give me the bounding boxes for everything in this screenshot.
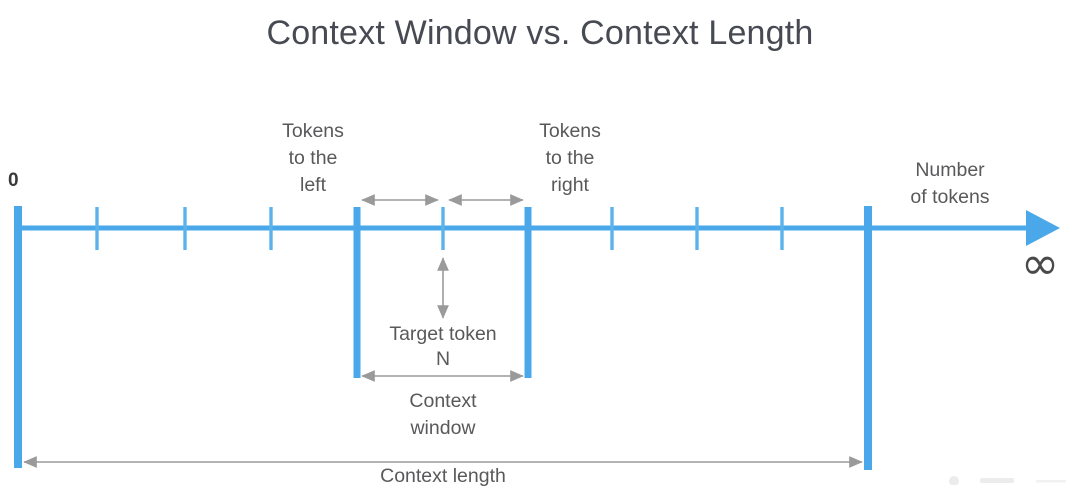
measure-arrows-group bbox=[23, 194, 863, 468]
context-length-label: Context length bbox=[380, 465, 506, 487]
tokens-to-the-right-label: Tokens to the right bbox=[539, 120, 601, 196]
context-window-label: Context window bbox=[409, 390, 477, 439]
target-token-index-label: N bbox=[435, 348, 451, 370]
artifact-dot-icon bbox=[949, 476, 959, 485]
boundary-bars-group bbox=[14, 206, 872, 470]
artifact-line-icon bbox=[1036, 480, 1066, 483]
number-of-tokens-label: Number of tokens bbox=[910, 159, 990, 208]
artifact-bar-icon bbox=[980, 478, 1014, 483]
infinity-icon: ∞ bbox=[1020, 236, 1060, 290]
tokens-to-the-left-label: Tokens to the left bbox=[282, 120, 344, 196]
overlay-toolbar-artifact bbox=[949, 476, 1066, 485]
axis-arrowhead-icon bbox=[1026, 210, 1060, 246]
target-token-label: Target token bbox=[389, 323, 497, 345]
page-title: Context Window vs. Context Length bbox=[266, 14, 814, 52]
axis-zero-label: 0 bbox=[8, 170, 19, 191]
axis-line-group bbox=[14, 210, 1060, 246]
axis-ticks-group bbox=[95, 207, 784, 250]
